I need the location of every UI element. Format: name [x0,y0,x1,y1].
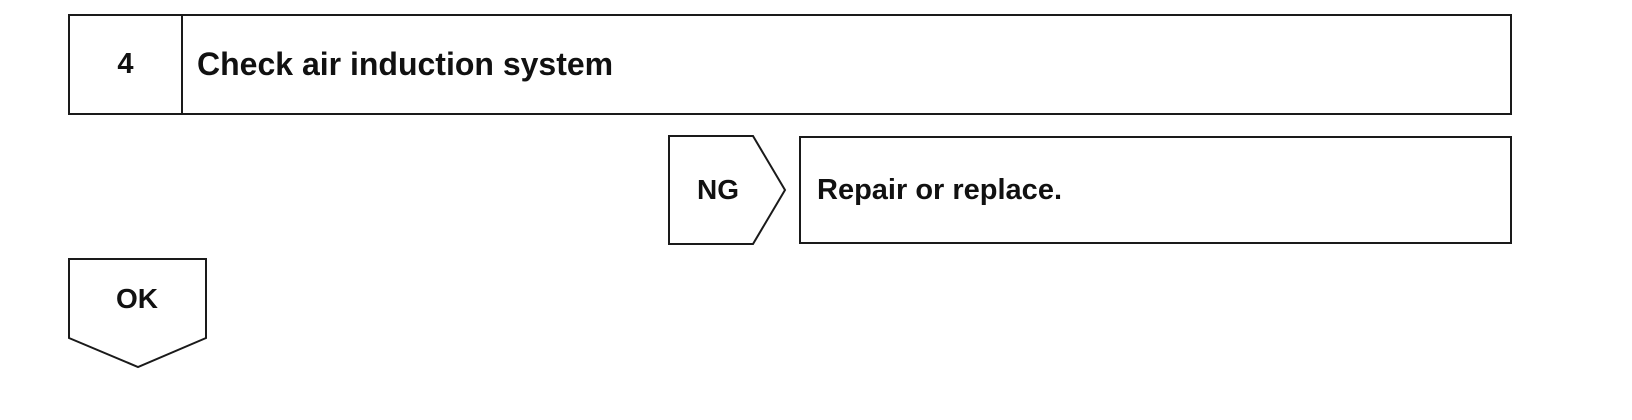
step-box: 4 Check air induction system [68,14,1512,115]
step-number: 4 [70,16,183,113]
step-title: Check air induction system [197,46,614,82]
ok-arrow-shape [68,258,207,369]
ok-label: OK [116,283,158,314]
ng-action-text: Repair or replace. [817,173,1062,206]
ng-arrow-shape [668,135,787,245]
ng-label: NG [697,174,739,205]
ng-action-box: Repair or replace. [799,136,1512,244]
